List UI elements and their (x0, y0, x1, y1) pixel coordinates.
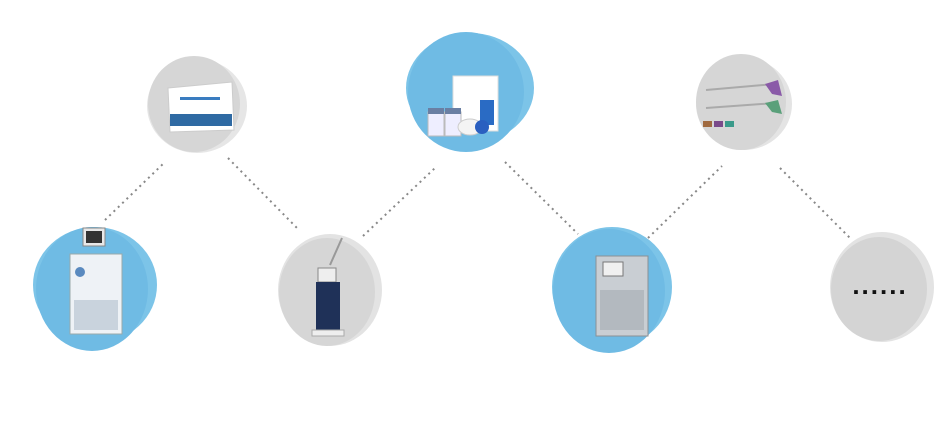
connector-line (504, 161, 579, 235)
connector-line (647, 165, 723, 239)
connector-line (362, 167, 436, 237)
product-injection-vials[interactable] (406, 32, 534, 152)
connector-line (227, 157, 298, 229)
product-steel-cabinet[interactable] (552, 227, 672, 353)
connector-line (779, 167, 851, 239)
more-products-placeholder[interactable] (830, 232, 934, 342)
connector-line (104, 161, 166, 221)
product-medical-cart[interactable] (33, 227, 157, 351)
product-medicine-box[interactable] (147, 56, 247, 153)
connector-lines (104, 157, 851, 239)
more-products-ellipsis: ...... (852, 270, 908, 300)
product-surgical-staplers[interactable] (696, 54, 792, 150)
product-laser-device[interactable] (278, 234, 382, 346)
